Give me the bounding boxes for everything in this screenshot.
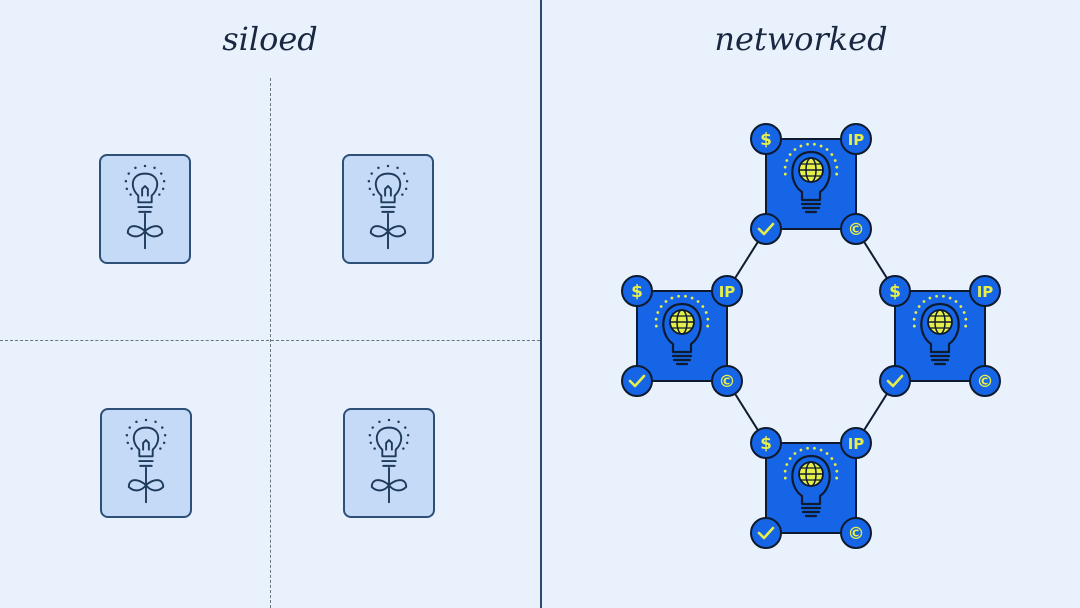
lightbulb-sprout-icon: [124, 417, 168, 504]
silo-divider-vertical: [270, 78, 271, 608]
networked-panel-title: networked: [714, 20, 888, 58]
lightbulb-sprout-icon: [367, 417, 411, 504]
node-square: [894, 290, 986, 382]
dollar-badge: $: [750, 427, 782, 459]
silo-divider-horizontal: [0, 340, 540, 341]
dollar-badge: $: [750, 123, 782, 155]
copyright-badge: ©: [840, 517, 872, 549]
check-badge: [750, 517, 782, 549]
copyright-icon: ©: [848, 524, 865, 544]
dollar-icon: $: [631, 282, 643, 302]
network-node-left: $ IP ©: [621, 275, 743, 397]
dollar-badge: $: [879, 275, 911, 307]
lightbulb-globe-icon: [654, 294, 710, 366]
copyright-badge: ©: [840, 213, 872, 245]
dollar-badge: $: [621, 275, 653, 307]
silo-card-top-right: [342, 154, 434, 264]
node-square: [765, 138, 857, 230]
copyright-icon: ©: [848, 220, 865, 240]
siloed-panel-title: siloed: [222, 20, 318, 58]
network-node-top: $ IP ©: [750, 123, 872, 245]
dollar-icon: $: [889, 282, 901, 302]
ip-badge: IP: [840, 123, 872, 155]
lightbulb-sprout-icon: [123, 163, 167, 250]
silo-card-top-left: [99, 154, 191, 264]
copyright-icon: ©: [719, 372, 736, 392]
lightbulb-globe-icon: [912, 294, 968, 366]
check-icon: [886, 374, 904, 388]
lightbulb-globe-icon: [783, 446, 839, 518]
dollar-icon: $: [760, 130, 772, 150]
check-badge: [879, 365, 911, 397]
ip-icon: IP: [848, 435, 865, 453]
panel-divider: [540, 0, 542, 608]
network-node-right: $ IP ©: [879, 275, 1001, 397]
network-links: [726, 228, 896, 444]
network-node-bottom: $ IP ©: [750, 427, 872, 549]
ip-icon: IP: [848, 131, 865, 149]
check-badge: [750, 213, 782, 245]
copyright-badge: ©: [711, 365, 743, 397]
ip-icon: IP: [977, 283, 994, 301]
check-icon: [757, 222, 775, 236]
copyright-badge: ©: [969, 365, 1001, 397]
node-square: [765, 442, 857, 534]
ip-badge: IP: [711, 275, 743, 307]
node-square: [636, 290, 728, 382]
check-icon: [757, 526, 775, 540]
check-icon: [628, 374, 646, 388]
dollar-icon: $: [760, 434, 772, 454]
silo-card-bottom-left: [100, 408, 192, 518]
check-badge: [621, 365, 653, 397]
ip-icon: IP: [719, 283, 736, 301]
ip-badge: IP: [969, 275, 1001, 307]
network-graph: $ IP © $ IP © $ IP © $ IP ©: [621, 123, 1001, 549]
network-nodes: $ IP © $ IP © $ IP © $ IP ©: [621, 123, 1001, 549]
copyright-icon: ©: [977, 372, 994, 392]
lightbulb-globe-icon: [783, 142, 839, 214]
lightbulb-sprout-icon: [366, 163, 410, 250]
silo-card-bottom-right: [343, 408, 435, 518]
ip-badge: IP: [840, 427, 872, 459]
